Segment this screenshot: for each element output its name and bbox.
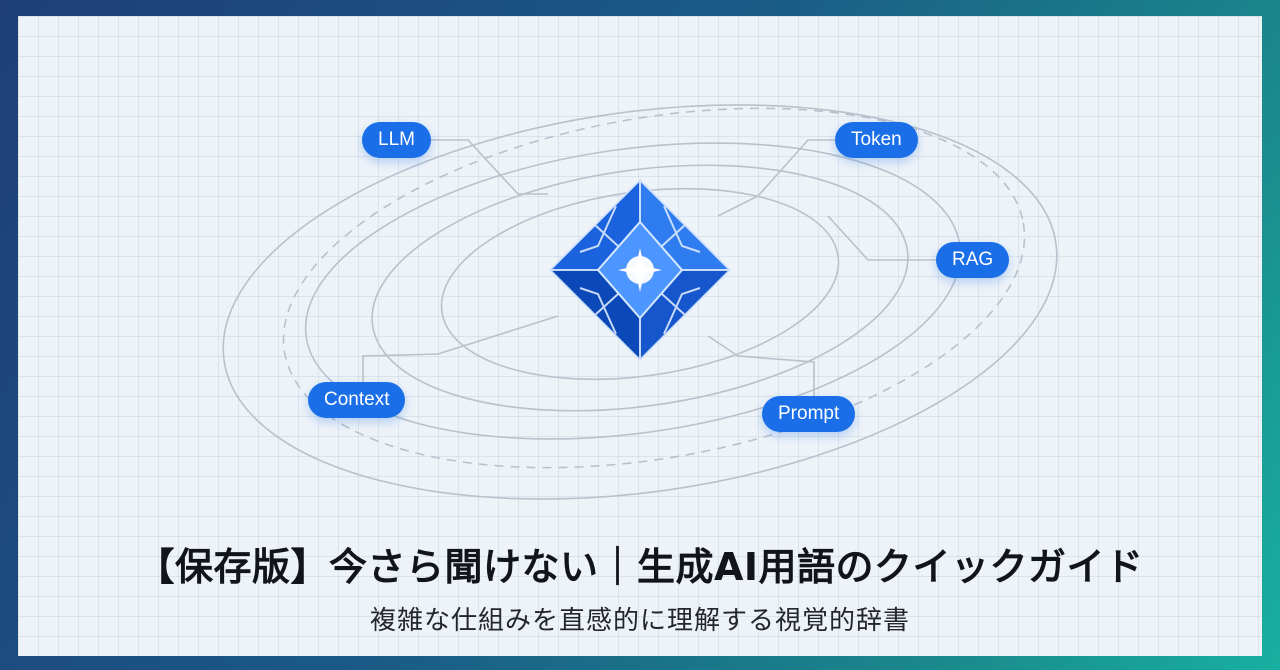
connector-rag <box>827 215 936 261</box>
term-pill-rag: RAG <box>936 242 1010 278</box>
connector-prompt <box>707 335 815 398</box>
term-pill-context: Context <box>308 382 406 418</box>
term-pill-token: Token <box>835 122 918 158</box>
connector-token <box>717 139 838 217</box>
grid-canvas: LLM Token RAG Context Prompt 【保存版】今さら聞けな… <box>18 16 1262 656</box>
crystal-icon <box>548 178 732 362</box>
orbit-ring-4 <box>371 164 909 412</box>
page-title: 【保存版】今さら聞けない｜生成AI用語のクイックガイド <box>136 545 1144 589</box>
page-subtitle: 複雑な仕組みを直感的に理解する視覚的辞書 <box>369 606 910 636</box>
orbit-ring-dashed <box>282 107 1026 469</box>
orbit-diagram <box>222 104 1058 500</box>
connector-llm <box>430 139 548 195</box>
term-pill-prompt: Prompt <box>762 396 856 432</box>
orbit-ring-outer <box>222 104 1058 500</box>
connector-context <box>362 315 559 384</box>
term-pill-llm: LLM <box>362 122 431 158</box>
